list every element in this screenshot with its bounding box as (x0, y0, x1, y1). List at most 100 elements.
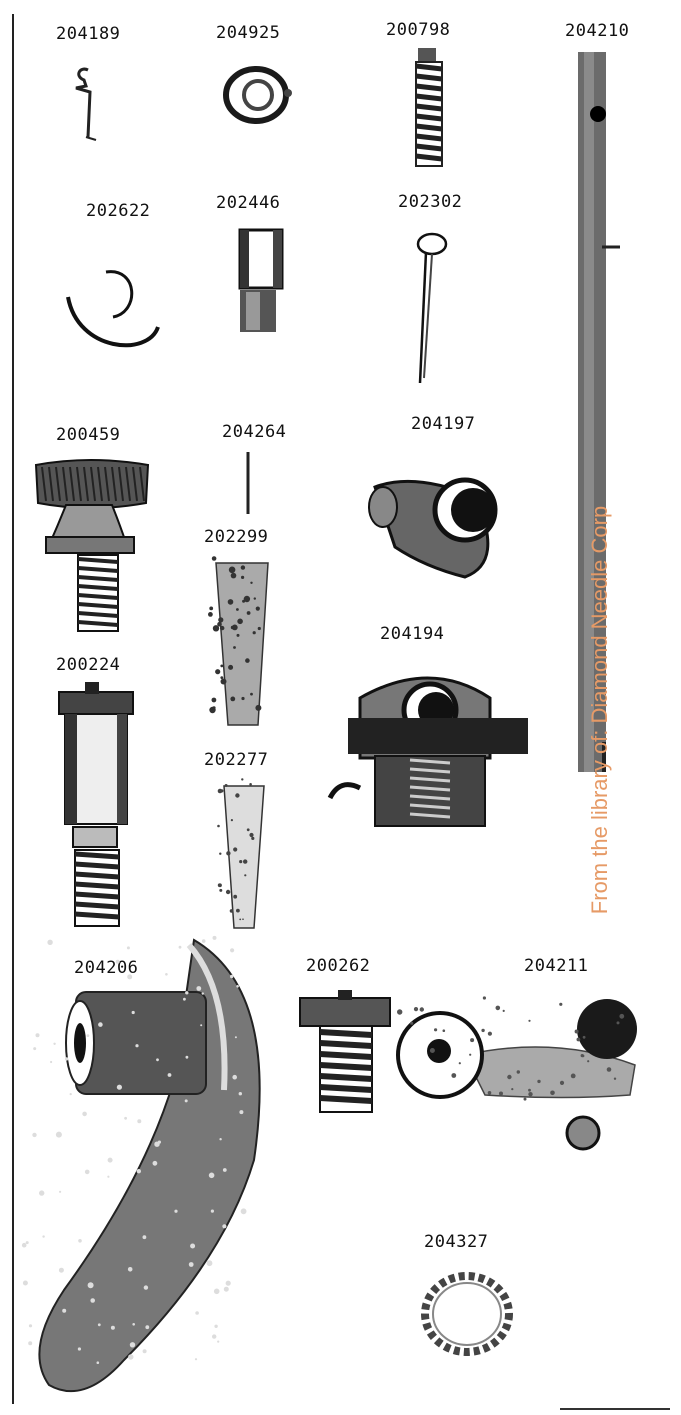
thread-line (415, 133, 443, 142)
texture-speck (22, 1280, 28, 1286)
thread-line (77, 611, 119, 618)
texture-speck (212, 1334, 217, 1339)
part-number-204189: 204189 (56, 24, 121, 44)
texture-speck (499, 1091, 503, 1096)
texture-speck (55, 1131, 62, 1138)
texture-speck (185, 1055, 189, 1059)
texture-speck (255, 606, 260, 611)
texture-speck (32, 1132, 37, 1138)
texture-speck (132, 1323, 135, 1326)
cotter-pin-part-image (416, 232, 448, 384)
texture-speck (516, 1070, 520, 1074)
texture-speck (28, 1324, 33, 1328)
thread-line (415, 83, 443, 92)
knurl-line (76, 466, 82, 502)
texture-speck (245, 658, 250, 663)
texture-speck (206, 1260, 213, 1267)
knurl-line (55, 466, 61, 502)
texture-speck (142, 1349, 147, 1354)
texture-speck (64, 1057, 69, 1061)
texture-speck (230, 819, 233, 822)
texture-speck (228, 664, 234, 670)
threaded-spring-part-image (415, 48, 443, 167)
texture-speck (537, 1079, 541, 1084)
texture-speck (152, 1160, 158, 1166)
texture-speck (250, 581, 253, 584)
texture-speck (87, 1282, 94, 1289)
knurl-line (125, 466, 131, 502)
texture-speck (581, 1054, 585, 1058)
texture-speck (195, 1311, 199, 1315)
texture-speck (470, 1038, 475, 1043)
knurl-line (132, 466, 138, 502)
thread-line (319, 1062, 373, 1071)
texture-speck (96, 1361, 100, 1364)
thread-line (74, 891, 120, 900)
knurl-line (83, 466, 89, 502)
thread-line (409, 785, 451, 792)
texture-speck (220, 678, 227, 685)
texture-speck (255, 704, 262, 711)
knurl-line (104, 466, 110, 502)
part-number-204210: 204210 (565, 21, 630, 41)
texture-speck (576, 1037, 581, 1042)
texture-speck (136, 1169, 141, 1174)
texture-speck (39, 1190, 45, 1196)
texture-speck (233, 646, 236, 649)
texture-speck (25, 1241, 29, 1245)
texture-speck (232, 1074, 237, 1080)
texture-speck (58, 1267, 64, 1273)
texture-speck (397, 1009, 403, 1015)
texture-speck (235, 793, 240, 798)
thread-line (415, 63, 443, 72)
thread-line (74, 861, 120, 870)
texture-speck (212, 706, 216, 710)
texture-speck (50, 1060, 53, 1064)
texture-speck (110, 1325, 115, 1330)
texture-speck (234, 1036, 237, 1039)
knurl-line (41, 466, 47, 502)
texture-speck (131, 1010, 135, 1015)
texture-speck (201, 939, 206, 943)
pin-part-image (238, 228, 284, 332)
texture-speck (458, 1062, 461, 1065)
texture-speck (233, 894, 238, 899)
texture-speck (237, 618, 243, 625)
texture-speck (217, 883, 222, 887)
texture-speck (251, 836, 255, 840)
texture-speck (252, 631, 256, 635)
knurl-line (90, 466, 96, 502)
texture-speck (559, 1002, 563, 1006)
texture-speck (213, 1288, 220, 1295)
texture-speck (115, 959, 120, 964)
texture-speck (215, 669, 221, 675)
texture-speck (528, 1019, 531, 1022)
texture-speck (194, 1358, 198, 1361)
part-number-202622: 202622 (86, 201, 151, 221)
texture-speck (167, 1073, 172, 1077)
texture-speck (90, 1298, 95, 1303)
texture-speck (59, 1190, 62, 1193)
part-number-202446: 202446 (216, 193, 281, 213)
knurl-line (69, 466, 75, 502)
texture-speck (250, 692, 253, 696)
texture-speck (219, 852, 222, 855)
texture-speck (487, 1091, 492, 1095)
thread-line (319, 1029, 373, 1038)
taper-pin-part-image (217, 778, 265, 929)
texture-speck (218, 617, 224, 623)
part-number-204327: 204327 (424, 1232, 489, 1252)
texture-speck (219, 888, 223, 892)
texture-speck (211, 556, 217, 561)
part-number-200262: 200262 (306, 956, 371, 976)
texture-speck (434, 1028, 438, 1032)
texture-speck (154, 1141, 160, 1147)
texture-speck (217, 621, 222, 627)
thread-line (415, 123, 443, 132)
texture-speck (69, 1093, 72, 1096)
texture-speck (429, 1048, 435, 1053)
texture-speck (240, 565, 246, 570)
texture-speck (238, 1092, 242, 1096)
texture-speck (127, 974, 133, 980)
texture-speck (249, 832, 254, 838)
